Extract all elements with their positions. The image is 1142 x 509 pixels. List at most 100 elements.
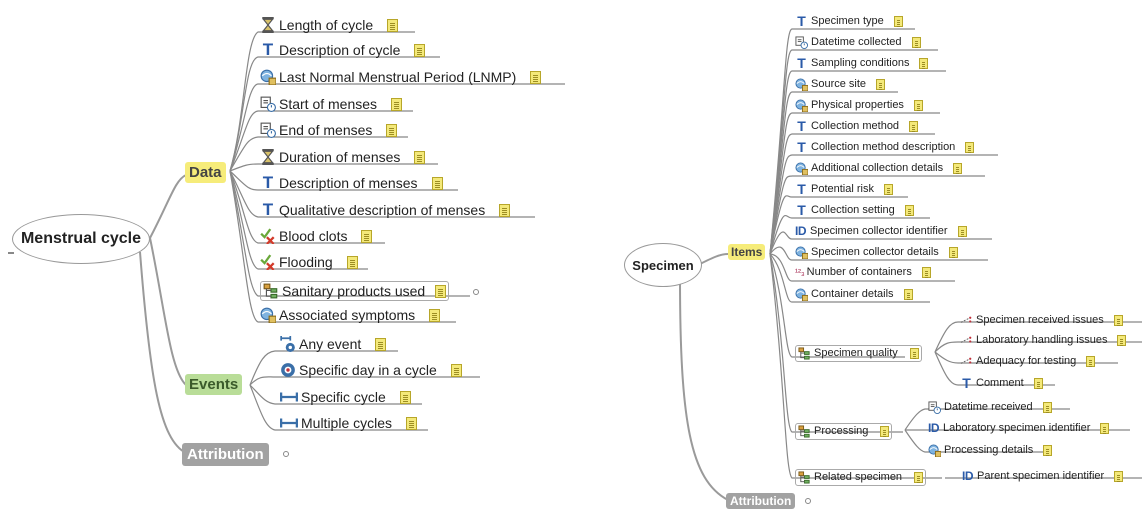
data-item[interactable]: Length of cycle [260, 17, 399, 33]
note-icon[interactable] [965, 142, 975, 153]
note-icon[interactable] [953, 163, 963, 174]
note-icon[interactable] [1114, 471, 1124, 482]
note-icon[interactable] [904, 205, 914, 216]
attribution-expand-icon[interactable] [283, 451, 289, 457]
quality-item[interactable]: Laboratory handling issues [960, 334, 1127, 347]
specimen-item[interactable]: Datetime collected [795, 36, 921, 49]
note-icon[interactable] [346, 255, 358, 269]
note-icon[interactable] [1117, 335, 1127, 346]
note-icon[interactable] [450, 363, 462, 377]
note-icon[interactable] [913, 100, 923, 111]
cluster-icon [795, 99, 809, 113]
data-item[interactable]: Associated symptoms [260, 307, 441, 324]
note-icon[interactable] [1043, 445, 1053, 456]
branch-attribution-label: Attribution [730, 494, 792, 508]
note-icon[interactable] [1113, 315, 1123, 326]
note-icon[interactable] [435, 284, 447, 298]
note-icon[interactable] [909, 121, 919, 132]
specimen-item[interactable]: Additional collection details [795, 162, 963, 176]
event-item[interactable]: Multiple cycles [280, 415, 418, 431]
node-label: Potential risk [811, 183, 874, 195]
node-label: Multiple cycles [301, 415, 393, 431]
specimen-item[interactable]: Container details [795, 288, 913, 302]
data-item[interactable]: Blood clots [260, 228, 373, 245]
root-node-specimen[interactable]: Specimen [624, 243, 702, 287]
note-icon[interactable] [880, 426, 890, 437]
note-icon[interactable] [957, 226, 967, 237]
data-item[interactable]: End of menses [260, 122, 398, 138]
note-icon[interactable] [414, 43, 426, 57]
data-item[interactable]: Flooding [260, 254, 358, 271]
specimen-item[interactable]: Source site [795, 78, 886, 92]
event-item[interactable]: Specific cycle [280, 389, 411, 405]
node-label: Collection method description [811, 141, 956, 153]
specimen-item[interactable]: Specimen collector details [795, 246, 958, 260]
note-icon[interactable] [948, 247, 958, 258]
data-item[interactable]: Start of menses [260, 96, 403, 112]
note-icon[interactable] [386, 123, 398, 137]
specimen-item[interactable]: Physical properties [795, 99, 923, 113]
note-icon[interactable] [387, 18, 399, 32]
node-label: Last Normal Menstrual Period (LNMP) [279, 69, 517, 85]
branch-events[interactable]: Events [185, 374, 243, 395]
note-icon[interactable] [406, 416, 418, 430]
branch-items[interactable]: Items [728, 244, 766, 260]
specimen-item[interactable]: Specimen quality [795, 345, 922, 362]
note-icon[interactable] [414, 150, 426, 164]
quality-item[interactable]: Specimen received issues [960, 314, 1123, 327]
specimen-item[interactable]: Related specimen [795, 469, 927, 486]
note-icon[interactable] [876, 79, 886, 90]
event-item[interactable]: Specific day in a cycle [280, 362, 462, 378]
data-item[interactable]: Last Normal Menstrual Period (LNMP) [260, 69, 542, 86]
text-icon: T [797, 139, 806, 155]
branch-attribution[interactable]: Attribution [182, 443, 269, 466]
note-icon[interactable] [361, 229, 373, 243]
note-icon[interactable] [919, 58, 929, 69]
note-icon[interactable] [429, 308, 441, 322]
note-icon[interactable] [893, 16, 903, 27]
note-icon[interactable] [399, 390, 411, 404]
note-icon[interactable] [1033, 378, 1043, 389]
attribution-expand-icon[interactable] [805, 498, 811, 504]
event-item[interactable]: Any event [280, 336, 387, 352]
quality-item[interactable]: Adequacy for testing [960, 355, 1096, 368]
branch-attribution[interactable]: Attribution [726, 493, 796, 509]
note-icon[interactable] [914, 472, 924, 483]
data-item[interactable]: Duration of menses [260, 149, 426, 165]
data-item[interactable]: Sanitary products used [260, 281, 450, 301]
expand-icon[interactable] [473, 289, 479, 295]
branch-data[interactable]: Data [185, 162, 226, 183]
note-icon[interactable] [530, 70, 542, 84]
specimen-item[interactable]: Processing [795, 423, 893, 440]
note-icon[interactable] [431, 176, 443, 190]
note-icon[interactable] [903, 289, 913, 300]
note-icon[interactable] [1100, 423, 1110, 434]
note-icon[interactable] [911, 37, 921, 48]
note-icon[interactable] [1086, 356, 1096, 367]
note-icon[interactable] [909, 348, 919, 359]
note-icon[interactable] [883, 184, 893, 195]
specimen-item[interactable]: T Collection method description [795, 139, 975, 155]
note-icon[interactable] [1042, 402, 1052, 413]
note-icon[interactable] [391, 97, 403, 111]
note-icon[interactable] [921, 267, 931, 278]
root-expand-handle[interactable] [8, 252, 14, 254]
processing-item[interactable]: Datetime received [928, 401, 1052, 414]
note-icon[interactable] [499, 203, 511, 217]
note-icon[interactable] [375, 337, 387, 351]
root-node-menstrual-cycle[interactable]: Menstrual cycle [12, 214, 150, 264]
processing-item[interactable]: Processing details [928, 444, 1053, 458]
